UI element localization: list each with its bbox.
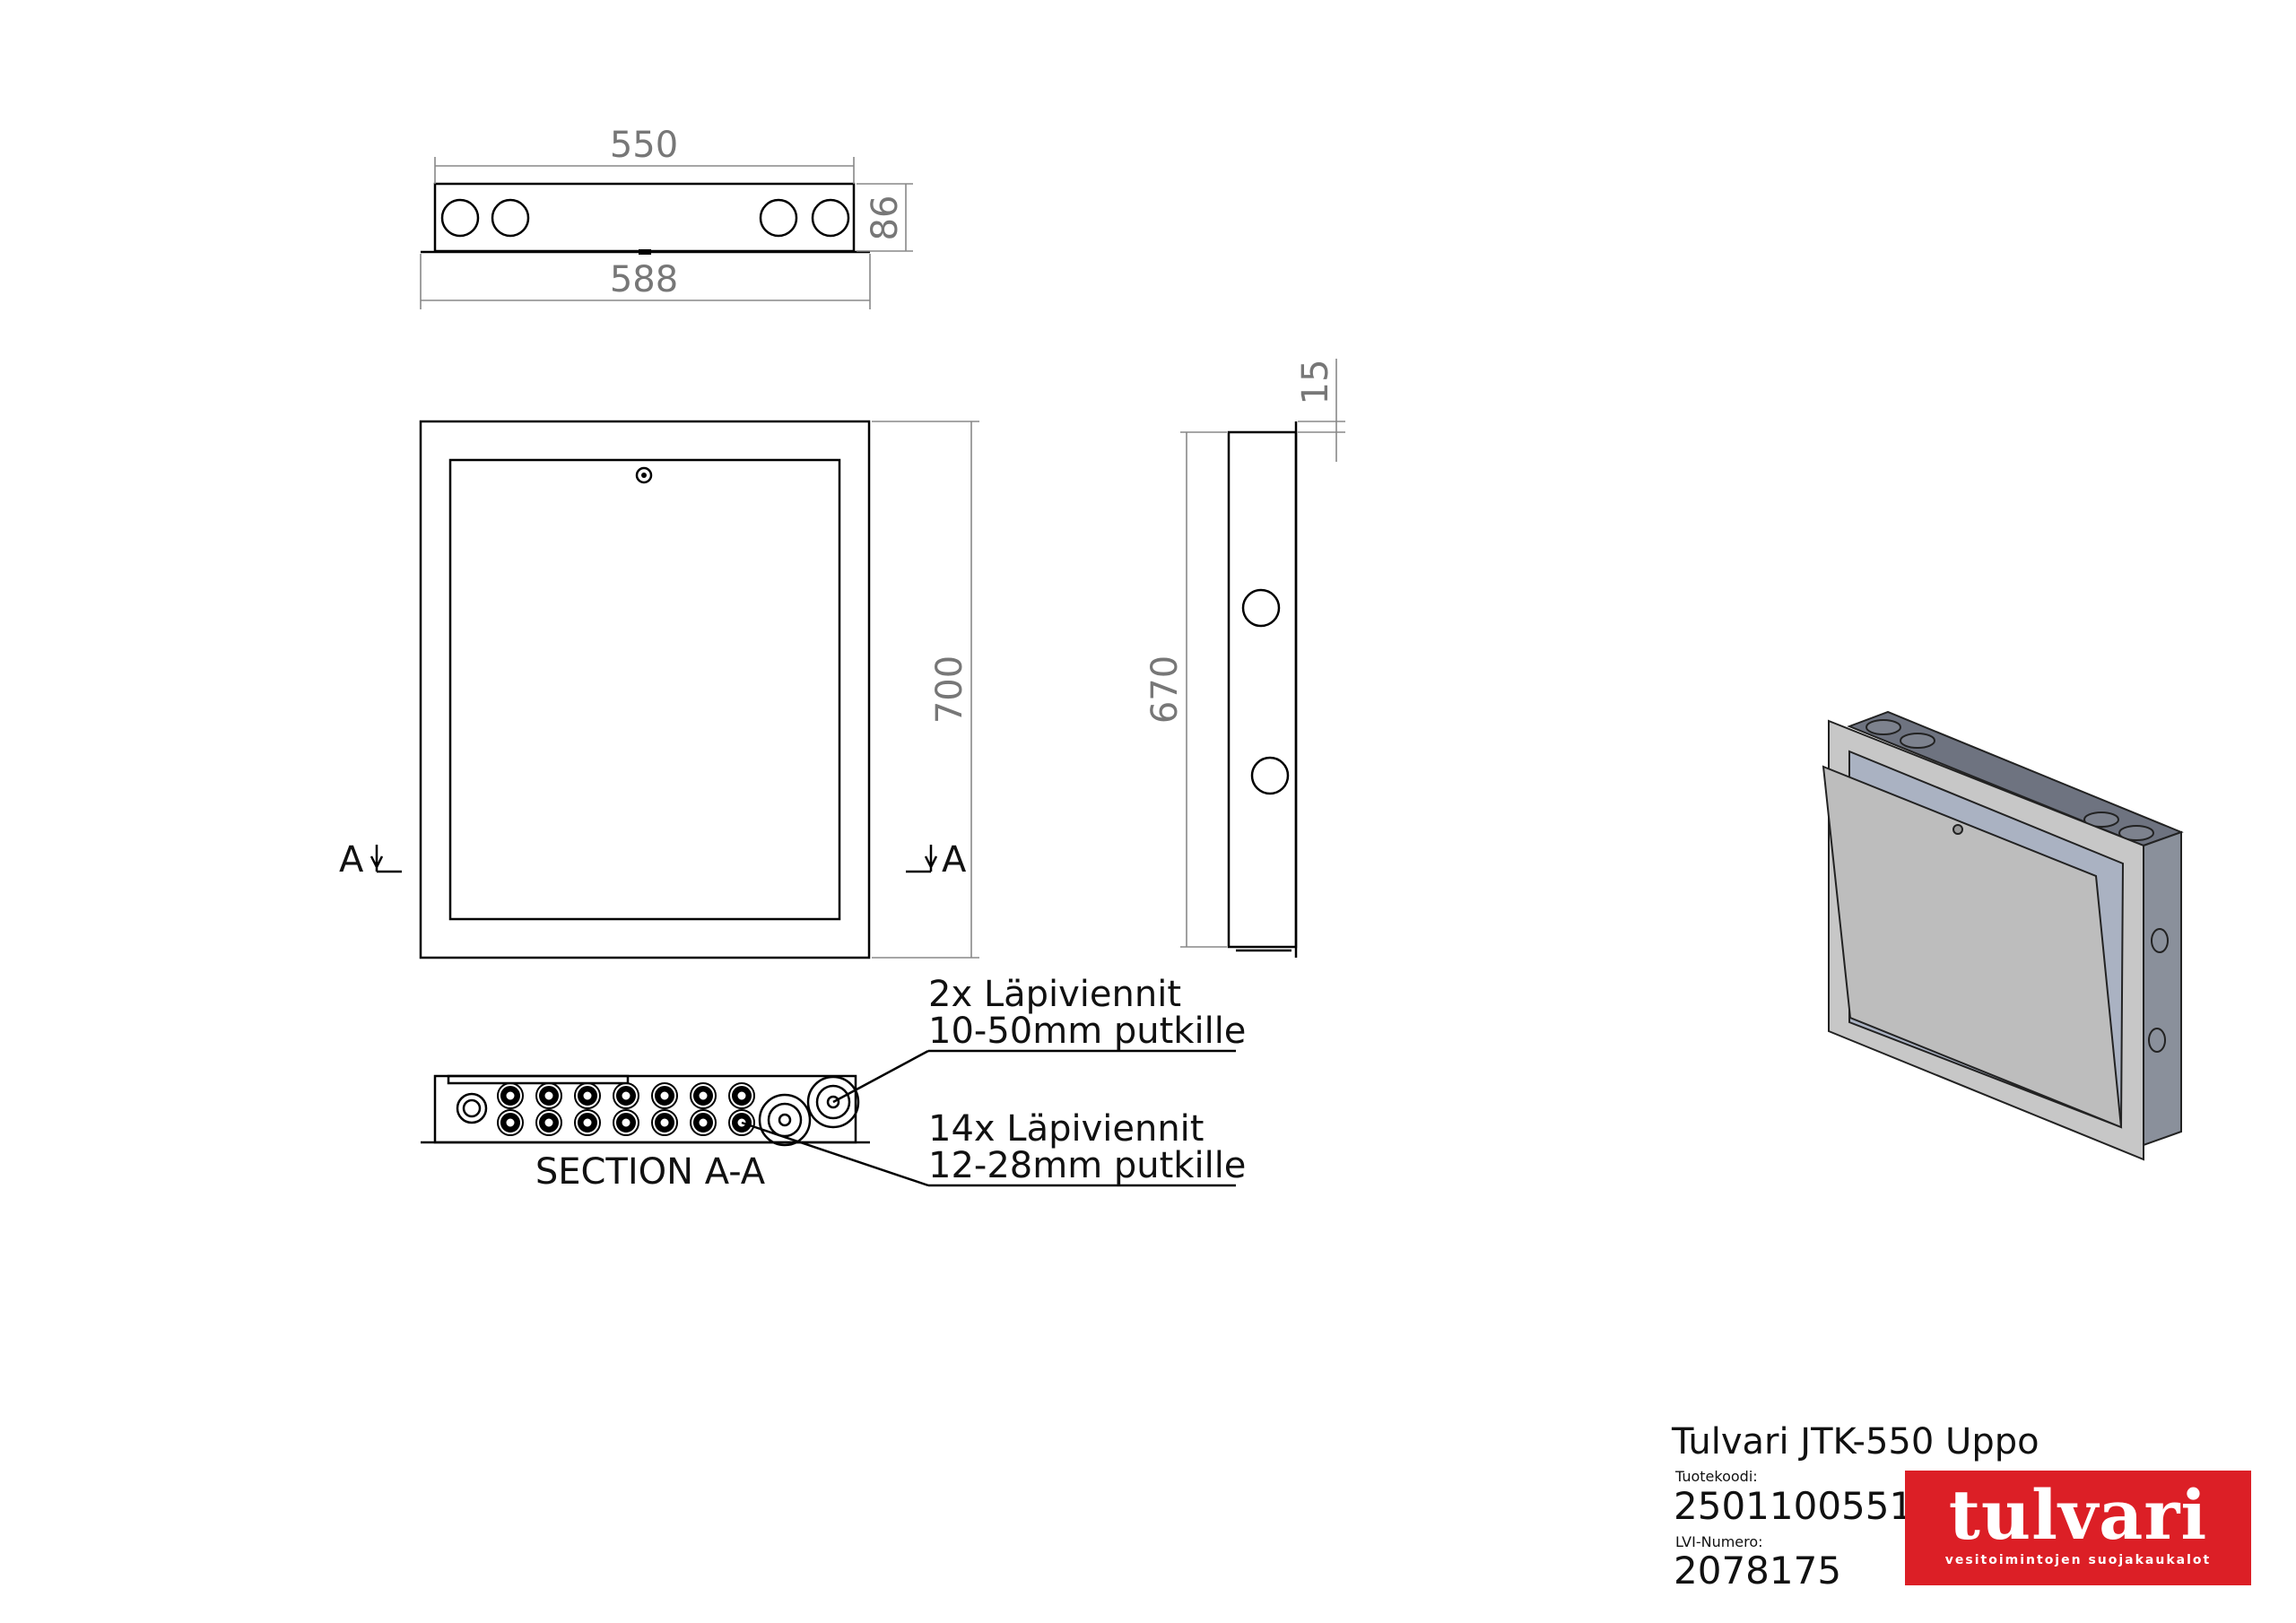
dim-86: 86 <box>865 195 906 241</box>
dim-670: 670 <box>1144 655 1186 724</box>
pipe-hole <box>613 1109 639 1136</box>
pipe-hole <box>737 1091 746 1100</box>
pipe-hole <box>613 1082 639 1109</box>
pipe-hole <box>690 1082 717 1109</box>
callout-1-line1: 2x Läpiviennit <box>928 974 1181 1015</box>
section-a-a: SECTION A-A 2x Läpiviennit 10-50mm putki… <box>421 974 1246 1193</box>
pipe-hole <box>728 1082 755 1109</box>
pipe-hole <box>574 1082 601 1109</box>
dim-588: 588 <box>610 259 678 300</box>
callout-2-line1: 14x Läpiviennit <box>928 1108 1204 1150</box>
pipe-hole <box>497 1109 524 1136</box>
section-marker-right: A <box>942 839 967 881</box>
pipe-hole <box>506 1118 515 1127</box>
pipe-hole <box>535 1082 562 1109</box>
side-view: 670 15 <box>1144 359 1345 958</box>
product-code-label: Tuotekoodi: <box>1675 1468 1758 1485</box>
product-code: 2501100551 <box>1674 1484 1914 1528</box>
isometric-view <box>1822 710 2184 1161</box>
pipe-hole <box>651 1082 678 1109</box>
pipe-hole <box>660 1091 669 1100</box>
pipe-hole <box>574 1109 601 1136</box>
front-view: 700 A A <box>339 420 979 959</box>
top-view: 550 588 86 <box>420 125 913 309</box>
section-label: SECTION A-A <box>535 1151 766 1193</box>
lvi-number-label: LVI-Numero: <box>1675 1533 1763 1550</box>
section-marker-left: A <box>339 839 364 881</box>
pipe-hole <box>622 1091 631 1100</box>
pipe-hole <box>497 1082 524 1109</box>
pipe-hole <box>622 1118 631 1127</box>
pipe-hole <box>583 1091 592 1100</box>
pipe-hole <box>535 1109 562 1136</box>
logo-tagline: vesitoimintojen suojakaukalot <box>1944 1553 2212 1567</box>
pipe-hole <box>583 1118 592 1127</box>
product-title: Tulvari JTK-550 Uppo <box>1672 1421 2039 1462</box>
pipe-hole <box>690 1109 717 1136</box>
pipe-hole <box>699 1118 708 1127</box>
tulvari-logo: tulvari vesitoimintojen suojakaukalot <box>1905 1471 2251 1585</box>
pipe-hole <box>651 1109 678 1136</box>
pipe-hole <box>544 1118 553 1127</box>
pipe-hole <box>728 1109 755 1136</box>
dim-550: 550 <box>610 125 678 166</box>
dim-15: 15 <box>1295 360 1336 405</box>
logo-wordmark: tulvari <box>1948 1475 2208 1555</box>
pipe-hole <box>506 1091 515 1100</box>
callout-2-line2: 12-28mm putkille <box>928 1145 1246 1186</box>
callout-1-line2: 10-50mm putkille <box>928 1011 1246 1052</box>
pipe-hole <box>699 1091 708 1100</box>
lvi-number: 2078175 <box>1674 1549 1842 1593</box>
pipe-hole <box>660 1118 669 1127</box>
dim-700: 700 <box>929 655 970 724</box>
pipe-hole <box>544 1091 553 1100</box>
